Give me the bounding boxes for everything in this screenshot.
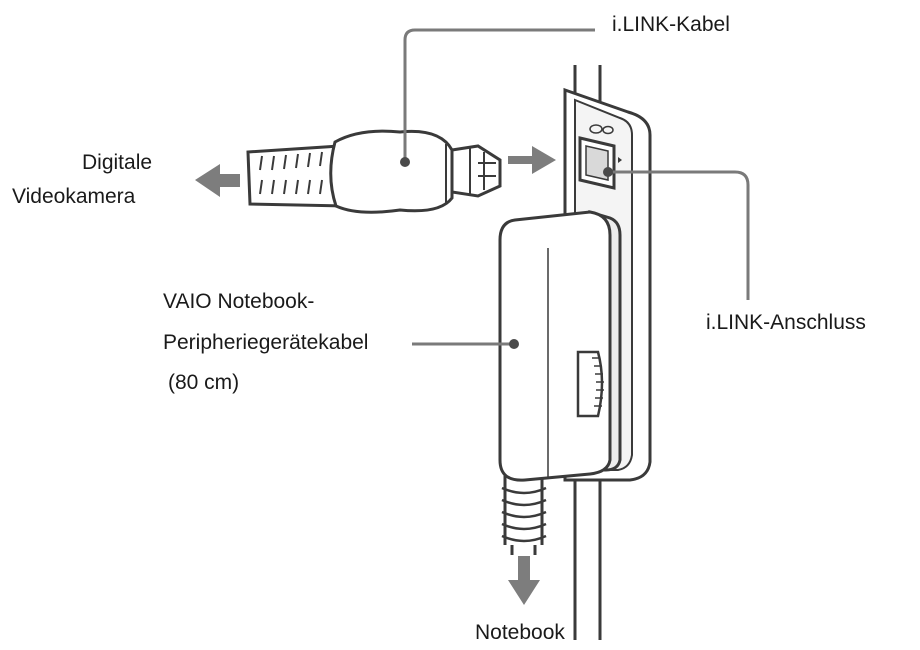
leader-ilink-cable — [403, 28, 595, 162]
peripheral-cable-connector — [498, 209, 622, 482]
leader-dots — [400, 157, 613, 349]
arrow-to-camera-icon — [195, 164, 240, 197]
peripheral-cable-hose — [501, 475, 547, 555]
label-camera-line1: Digitale — [82, 151, 153, 174]
leader-lines — [403, 28, 750, 346]
arrow-to-notebook-icon — [508, 556, 540, 605]
label-peripheral-line3: (80 cm) — [168, 371, 240, 394]
label-camera-line2: Videokamera — [12, 185, 136, 208]
label-ilink-port: i.LINK-Anschluss — [706, 311, 866, 334]
label-ilink-cable: i.LINK-Kabel — [612, 13, 730, 36]
ilink-logo-icon — [589, 124, 614, 135]
thumb-screw — [576, 350, 604, 418]
label-peripheral-line1: VAIO Notebook- — [163, 290, 315, 313]
label-notebook: Notebook — [475, 621, 565, 644]
arrow-to-port-icon — [508, 146, 556, 174]
leader-ilink-port — [608, 170, 750, 300]
label-peripheral-line2: Peripheriegerätekabel — [163, 331, 369, 354]
ilink-cable — [246, 129, 502, 214]
